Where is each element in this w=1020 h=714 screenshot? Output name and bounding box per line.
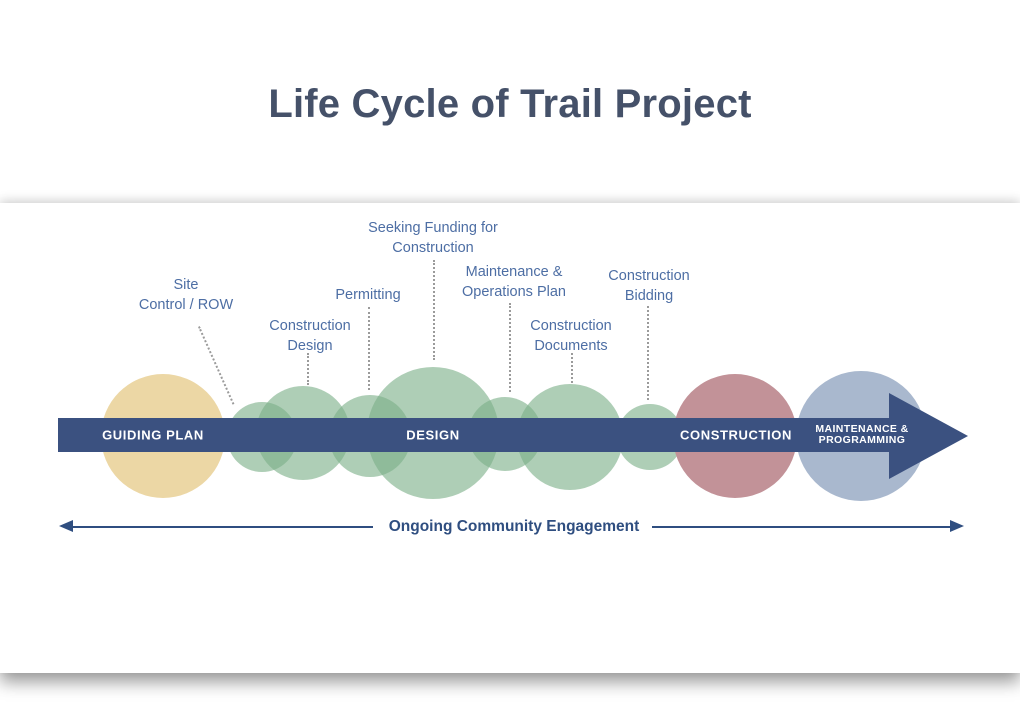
engagement-line-right [652, 526, 952, 528]
milestone-construction-bidding-line2: Bidding [624, 288, 674, 304]
milestone-seeking-funding: Seeking Funding for Construction [368, 218, 498, 258]
milestone-construction-design: Construction Design [269, 316, 350, 356]
phase-label-maintenance-programming: MAINTENANCE & PROGRAMMING [815, 424, 908, 446]
milestone-seeking-funding-line2: Construction [392, 240, 474, 256]
phase-label-guiding-plan: GUIDING PLAN [102, 427, 204, 443]
leader-construction-documents [571, 353, 573, 383]
phase-label-maintenance-line1: MAINTENANCE & [815, 423, 909, 435]
milestone-maintenance-operations-line1: Maintenance & [465, 264, 563, 280]
leader-seeking-funding [433, 260, 435, 360]
milestone-construction-bidding: Construction Bidding [608, 266, 689, 306]
milestone-construction-documents: Construction Documents [530, 316, 611, 356]
milestone-site-control-line2: Control / ROW [138, 297, 234, 313]
leader-construction-bidding [647, 306, 649, 400]
engagement-label: Ongoing Community Engagement [388, 518, 640, 535]
phase-label-construction: CONSTRUCTION [680, 427, 792, 443]
milestone-construction-documents-line2: Documents [534, 338, 608, 354]
milestone-construction-bidding-line1: Construction [608, 268, 690, 284]
engagement-arrow-left-icon [59, 520, 73, 532]
milestone-permitting-line1: Permitting [335, 287, 401, 303]
engagement-line-left [70, 526, 373, 528]
milestone-construction-documents-line1: Construction [530, 318, 612, 334]
phase-label-maintenance-line2: PROGRAMMING [818, 434, 906, 446]
leader-permitting [368, 307, 370, 390]
milestone-maintenance-operations: Maintenance & Operations Plan [462, 262, 566, 302]
milestone-seeking-funding-line1: Seeking Funding for [368, 220, 498, 236]
timeline-arrowhead-icon [889, 393, 968, 479]
milestone-construction-design-line1: Construction [269, 318, 351, 334]
milestone-site-control-line1: Site [173, 277, 199, 293]
title-section: Life Cycle of Trail Project [0, 0, 1020, 201]
leader-construction-design [307, 353, 309, 385]
milestone-site-control: Site Control / ROW [139, 275, 233, 315]
leader-maintenance-operations [509, 303, 511, 392]
lifecycle-diagram: GUIDING PLAN DESIGN CONSTRUCTION MAINTEN… [0, 203, 1020, 673]
engagement-arrow-right-icon [950, 520, 964, 532]
phase-label-design: DESIGN [406, 427, 460, 443]
milestone-construction-design-line2: Design [287, 338, 333, 354]
page-title: Life Cycle of Trail Project [268, 82, 752, 126]
milestone-maintenance-operations-line2: Operations Plan [462, 284, 566, 300]
timeline-band [58, 418, 893, 452]
milestone-permitting: Permitting [335, 285, 400, 305]
